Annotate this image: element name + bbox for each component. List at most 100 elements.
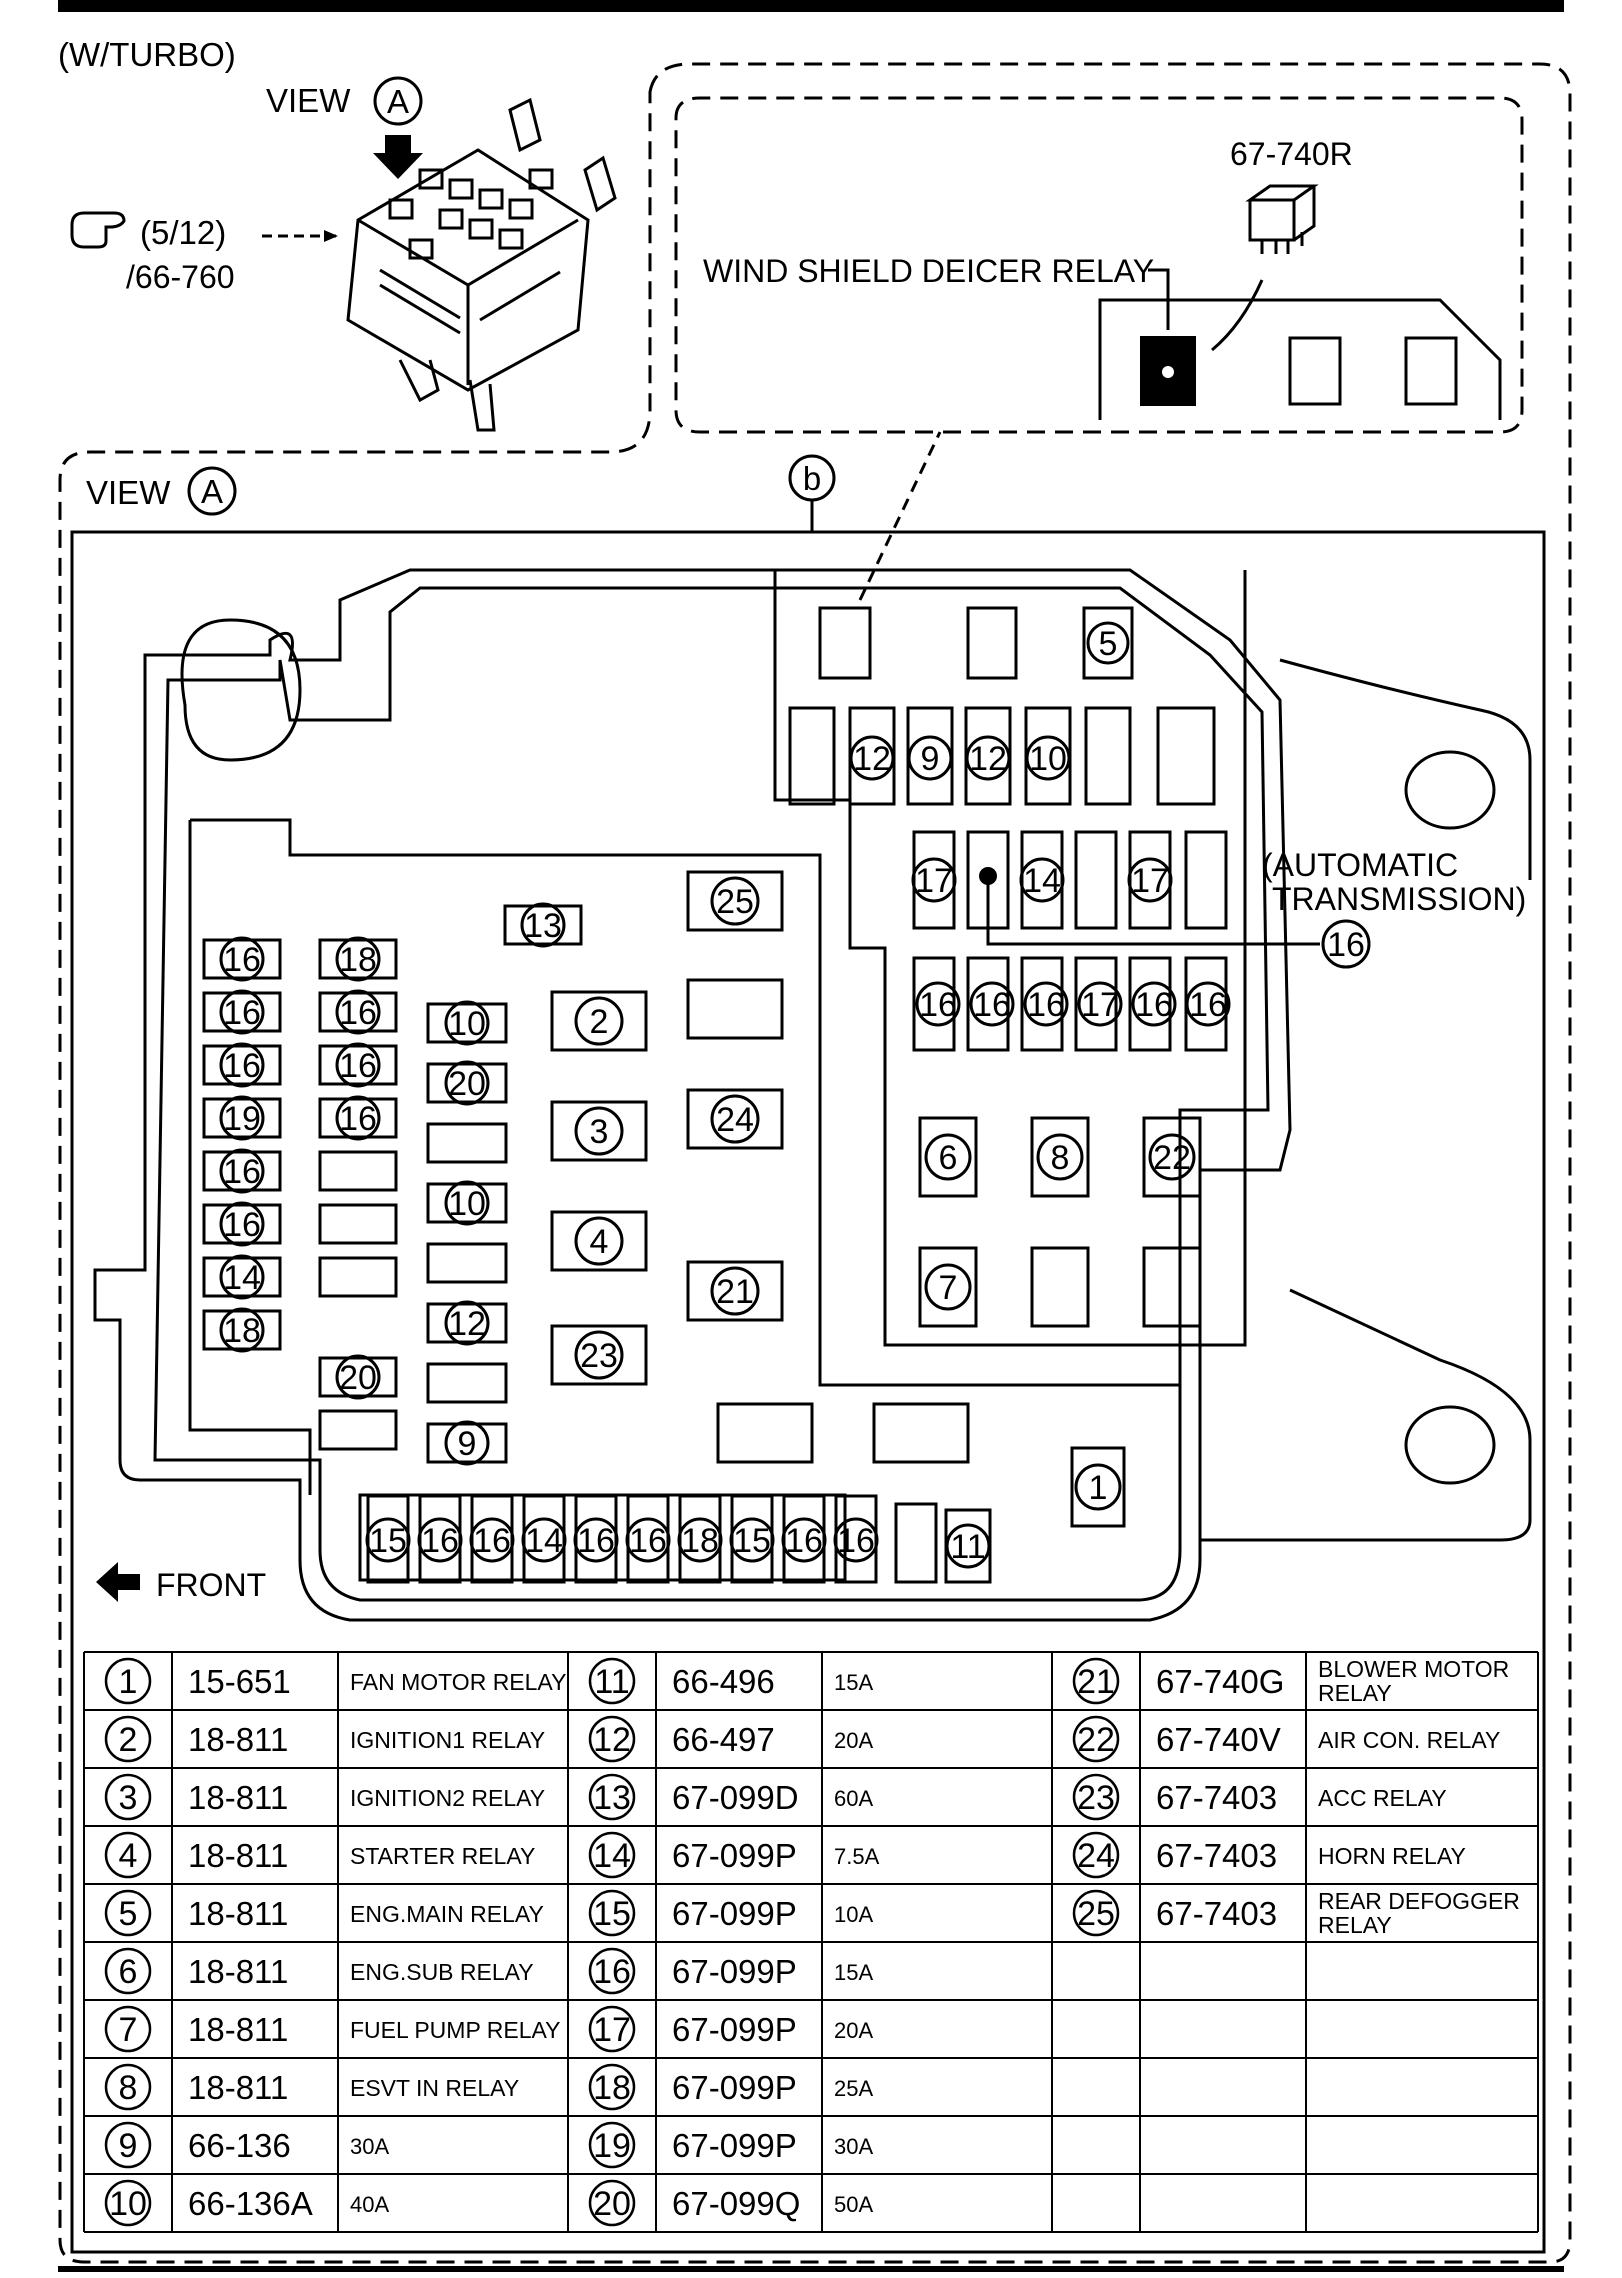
legend-part: 67-099P [672,1953,797,1990]
ref-page: (5/12) [140,214,226,251]
legend-number-circle [588,1831,636,1879]
legend-description: 30A [834,2134,873,2159]
slot-c3: 10 [448,1185,486,1223]
legend-number-circle [104,2121,152,2169]
legend-description: 15A [834,1670,873,1695]
legend-number-circle [588,2005,636,2053]
slots-left-block: 16 16 16 19 16 16 14 18 18 16 16 16 20 1… [202,870,1126,1528]
view-letter: A [387,83,409,120]
legend-number-circle [588,1657,636,1705]
legend-number-circle [104,2179,152,2227]
legend-part: 67-740V [1156,1721,1281,1758]
legend-number: 4 [119,1837,138,1875]
slot-l8: 18 [223,1312,261,1350]
legend-part: 66-496 [672,1663,775,1700]
legend-number-circle [104,1715,152,1763]
slot-2: 2 [590,1003,609,1041]
legend-number: 7 [119,2011,138,2049]
slot-13: 13 [524,907,562,945]
legend-number: 8 [119,2069,138,2107]
legend-number: 3 [119,1779,138,1817]
slots-right-block: 5 12 9 12 10 17 14 17 (AUTOMATIC TRANSMI… [788,606,1526,1328]
legend-number-circle [104,1657,152,1705]
legend-description: ESVT IN RELAY [350,2075,519,2101]
slot-17c: 17 [1081,986,1119,1024]
legend-number: 20 [593,2185,631,2223]
ref-part: /66-760 [126,259,235,295]
legend-part: 66-497 [672,1721,775,1758]
legend-number-circle [588,1715,636,1763]
slot-1: 1 [1089,1469,1108,1507]
top-rule [58,0,1564,12]
legend-description: AIR CON. RELAY [1318,1727,1500,1753]
front-arrow-icon [96,1562,140,1602]
legend-description: 10A [834,1902,873,1927]
slot-b8: 15 [733,1522,771,1560]
slot-9a: 9 [921,740,940,778]
slot-l2: 16 [223,994,261,1032]
legend-description: FUEL PUMP RELAY [350,2017,560,2043]
slot-8: 8 [1051,1139,1070,1177]
fuse-block-outline [93,568,1292,1622]
slot-16b: 16 [973,986,1011,1024]
slot-l6: 16 [223,1206,261,1244]
bottom-rule [58,2266,1564,2272]
legend-number: 6 [119,1953,138,1991]
legend-number-circle [1072,1715,1120,1763]
legend-number: 14 [593,1837,631,1875]
legend-number: 2 [119,1721,138,1759]
legend-part: 67-099P [672,1837,797,1874]
legend-number-circle [104,2063,152,2111]
legend-number-circle [588,1947,636,1995]
legend-description: 7.5A [834,1844,880,1869]
legend-description: HORN RELAY [1318,1843,1466,1869]
slot-c2: 20 [448,1065,486,1103]
legend-part: 67-099P [672,2127,797,2164]
legend-part: 67-099P [672,2011,797,2048]
legend-part: 67-740G [1156,1663,1284,1700]
legend-number: 22 [1077,1721,1115,1759]
slot-5: 5 [1099,625,1118,663]
legend-description: 20A [834,1728,873,1753]
slot-16e: 16 [1189,986,1227,1024]
detail-dashed-frame [674,96,1524,434]
legend-part: 67-099P [672,2069,797,2106]
slot-17b: 17 [1131,862,1169,900]
legend-number: 13 [593,1779,631,1817]
slots-bottom-row: 15 16 16 14 16 16 18 15 16 16 11 [365,1494,992,1584]
legend-number: 21 [1077,1663,1115,1701]
slot-l5: 16 [223,1153,261,1191]
slot-6: 6 [939,1139,958,1177]
slot-22: 22 [1153,1139,1191,1177]
slot-23: 23 [580,1337,618,1375]
slot-16-callout: 16 [1327,926,1365,964]
legend-number: 1 [119,1663,138,1701]
legend-number: 16 [593,1953,631,1991]
slot-m3: 16 [339,1047,377,1085]
view-a-circle [187,466,237,516]
legend-part: 18-811 [188,1779,288,1816]
legend-description: ENG.MAIN RELAY [350,1901,544,1927]
legend-number-circle [1072,1657,1120,1705]
slot-24: 24 [716,1101,754,1139]
slot-c4: 12 [448,1305,486,1343]
legend-description: ACC RELAY [1318,1785,1447,1811]
slot-l1: 16 [223,941,261,979]
detail-relay-part: 67-740R [1230,136,1353,172]
legend-number-circle [104,1773,152,1821]
slot-b2: 16 [421,1522,459,1560]
fuse-box-sketch [346,97,617,432]
legend-description: 25A [834,2076,873,2101]
legend-part: 67-7403 [1156,1895,1277,1932]
automatic-line1: (AUTOMATIC [1262,847,1458,883]
outer-dashed-frame [58,62,1572,2264]
legend-number-circle [1072,1773,1120,1821]
slot-21: 21 [716,1273,754,1311]
slot-b10: 16 [837,1522,875,1560]
legend-description: IGNITION2 RELAY [350,1785,545,1811]
legend-number-circle [588,1773,636,1821]
slot-14a: 14 [1023,862,1061,900]
slot-m5: 20 [339,1359,377,1397]
view-arrow-icon [373,135,423,179]
